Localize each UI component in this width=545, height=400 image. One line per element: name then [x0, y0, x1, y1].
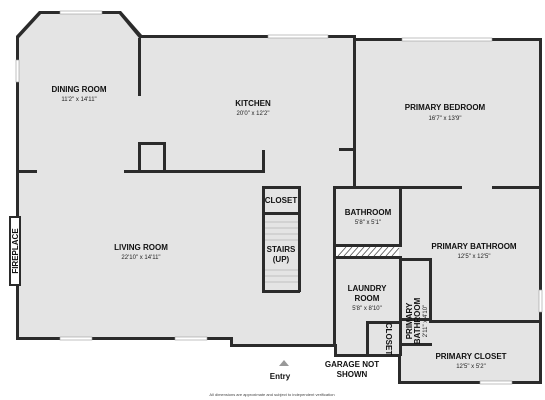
fireplace: FIREPLACE [9, 216, 21, 286]
closet-stair-label: CLOSET [265, 196, 298, 205]
room-dims-primary-bathroom: 12'5" x 12'5" [458, 254, 491, 260]
room-name-living: LIVING ROOM [114, 243, 168, 252]
room-name-primary-bathroom: PRIMARY BATHROOM [431, 242, 517, 251]
room-labels: DINING ROOM 11'2" x 14'11" KITCHEN 20'0"… [51, 85, 516, 370]
stair-treads [265, 221, 298, 283]
room-dims-primary-bedroom: 16'7" x 13'9" [429, 116, 462, 122]
hatched-beam [336, 246, 400, 257]
walls [16, 11, 542, 384]
stairs-label-line1: STAIRS [267, 245, 296, 254]
room-name-primary-bathroom-small-line2: BATHROOM [413, 297, 422, 344]
room-dims-primary-bathroom-small: 2'11" x 4'10" [423, 305, 429, 337]
room-name-laundry-line2: ROOM [355, 294, 380, 303]
room-name-kitchen: KITCHEN [235, 99, 271, 108]
misc-labels: CLOSET STAIRS (UP) CLOSET GARAGE NOT SHO… [209, 196, 393, 397]
room-dims-kitchen: 20'0" x 12'2" [237, 111, 270, 117]
entry-arrow-icon [279, 360, 289, 366]
closet-small-label: CLOSET [384, 323, 393, 356]
room-name-laundry-line1: LAUNDRY [348, 284, 387, 293]
room-dims-laundry: 5'8" x 8'10" [352, 306, 382, 312]
fireplace-label: FIREPLACE [11, 228, 20, 274]
room-name-primary-bedroom: PRIMARY BEDROOM [405, 103, 486, 112]
entry-label: Entry [270, 372, 291, 381]
footer-disclaimer: All dimensions are approximate and subje… [209, 392, 334, 397]
windows [15, 10, 543, 385]
room-name-primary-bathroom-small-line1: PRIMARY [405, 302, 414, 339]
room-dims-bathroom: 5'8" x 5'1" [355, 220, 381, 226]
room-name-dining: DINING ROOM [51, 85, 106, 94]
room-dims-primary-closet: 12'5" x 5'2" [456, 364, 486, 370]
room-dims-living: 22'10" x 14'11" [121, 255, 160, 261]
garage-label-line2: SHOWN [337, 370, 368, 379]
floor-areas [18, 13, 540, 382]
garage-label-line1: GARAGE NOT [325, 360, 379, 369]
stairs-label-line2: (UP) [273, 255, 290, 264]
room-dims-dining: 11'2" x 14'11" [61, 97, 96, 103]
room-name-primary-closet: PRIMARY CLOSET [435, 352, 506, 361]
room-name-bathroom: BATHROOM [345, 208, 392, 217]
